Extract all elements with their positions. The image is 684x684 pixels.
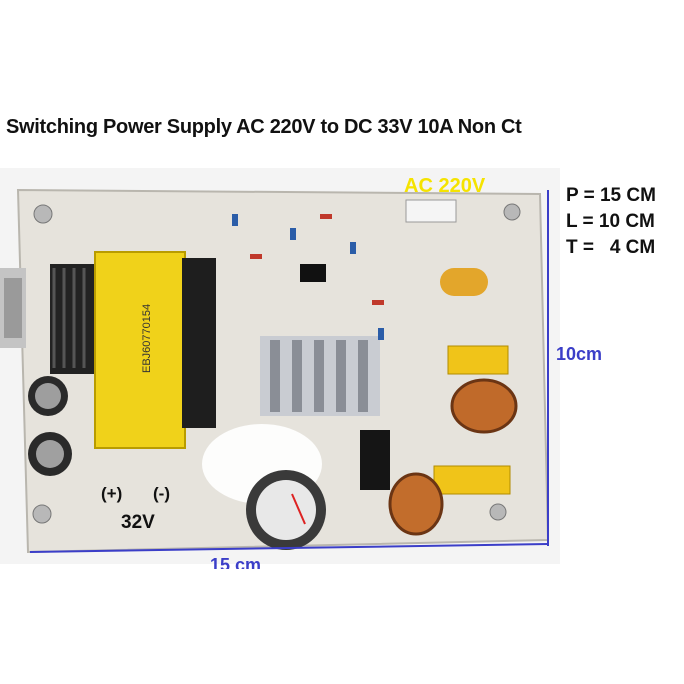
spec-height: T = 4 CM — [566, 237, 656, 258]
screw-bottom-left — [32, 504, 52, 524]
ac-connector — [405, 199, 457, 223]
width-dimension-label: 10cm — [556, 344, 603, 364]
x-capacitor-1 — [447, 345, 509, 375]
spec-width: L = 10 CM — [566, 211, 655, 232]
inductor-2 — [388, 472, 444, 536]
transformer-code: EBJ60770154 — [141, 304, 153, 373]
spec-length: P = 15 CM — [566, 185, 656, 206]
negative-terminal-label: (-) — [153, 484, 170, 503]
screw-top-left — [33, 204, 53, 224]
screw-bottom-right — [489, 503, 507, 521]
output-voltage-label: 32V — [121, 512, 155, 533]
pcb-photo: EBJ60770154 — [0, 168, 560, 564]
positive-terminal-label: (+) — [101, 484, 123, 503]
product-title: Switching Power Supply AC 220V to DC 33V… — [6, 116, 522, 138]
dimension-specs: P = 15 CM L = 10 CM T = 4 CM — [566, 183, 656, 261]
inductor-1 — [450, 378, 518, 434]
transformer — [94, 251, 186, 449]
ac-input-label: AC 220V — [404, 175, 486, 197]
dimension-line-bottom — [29, 543, 549, 553]
bridge-rectifier — [360, 430, 390, 490]
length-dimension-label: 15 cm — [210, 555, 262, 569]
x-capacitor-2 — [433, 465, 511, 495]
disc-capacitor — [440, 268, 488, 296]
screw-top-right — [503, 203, 521, 221]
ic-chip — [300, 264, 326, 282]
